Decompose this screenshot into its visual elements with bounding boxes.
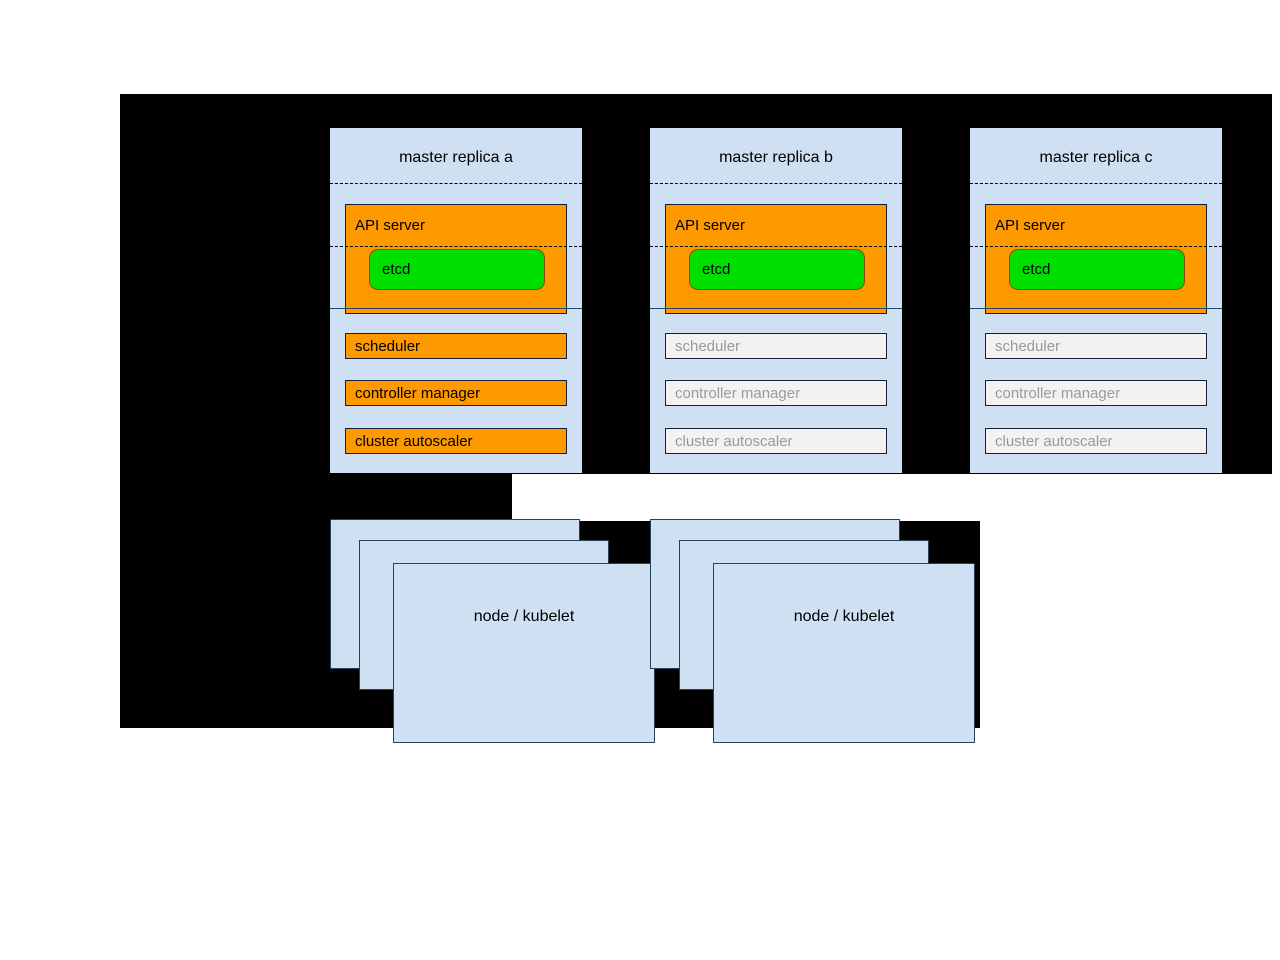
component-scheduler-b[interactable]: scheduler (665, 333, 887, 359)
replica-a-solid-separator (330, 308, 582, 309)
etcd-box-a[interactable]: etcd (369, 249, 545, 290)
api-server-label-c: API server (995, 217, 1066, 234)
backdrop-left-notch (120, 474, 512, 521)
component-scheduler-c[interactable]: scheduler (985, 333, 1207, 359)
replica-a-dashed-separator-1 (330, 183, 582, 184)
master-replica-card-c[interactable]: master replica c API server etcd schedul… (970, 128, 1222, 473)
component-controller-manager-b[interactable]: controller manager (665, 380, 887, 406)
etcd-box-b[interactable]: etcd (689, 249, 865, 290)
replica-title-a: master replica a (399, 149, 513, 166)
component-controller-manager-a[interactable]: controller manager (345, 380, 567, 406)
replica-b-solid-separator (650, 308, 902, 309)
replica-a-dashed-separator-2 (330, 246, 582, 247)
component-cluster-autoscaler-c[interactable]: cluster autoscaler (985, 428, 1207, 454)
component-cluster-autoscaler-b[interactable]: cluster autoscaler (665, 428, 887, 454)
replica-c-dashed-separator-1 (970, 183, 1222, 184)
component-cluster-autoscaler-a[interactable]: cluster autoscaler (345, 428, 567, 454)
component-scheduler-a[interactable]: scheduler (345, 333, 567, 359)
node-kubelet-label-2: node / kubelet (793, 608, 895, 625)
api-server-band-b[interactable]: API server etcd (665, 204, 887, 314)
replica-c-dashed-separator-2 (970, 246, 1222, 247)
api-server-label-a: API server (355, 217, 426, 234)
component-controller-manager-c[interactable]: controller manager (985, 380, 1207, 406)
api-server-label-b: API server (675, 217, 746, 234)
replica-b-dashed-separator-1 (650, 183, 902, 184)
node-sheet-front-1[interactable]: node / kubelet (393, 563, 655, 743)
replica-title-b: master replica b (719, 149, 833, 166)
replica-title-c: master replica c (1039, 149, 1153, 166)
master-replica-card-a[interactable]: master replica a API server etcd schedul… (330, 128, 582, 473)
api-server-band-c[interactable]: API server etcd (985, 204, 1207, 314)
master-replica-card-b[interactable]: master replica b API server etcd schedul… (650, 128, 902, 473)
replica-b-dashed-separator-2 (650, 246, 902, 247)
etcd-box-c[interactable]: etcd (1009, 249, 1185, 290)
api-server-band-a[interactable]: API server etcd (345, 204, 567, 314)
node-sheet-front-2[interactable]: node / kubelet (713, 563, 975, 743)
replica-c-solid-separator (970, 308, 1222, 309)
node-kubelet-label-1: node / kubelet (473, 608, 575, 625)
